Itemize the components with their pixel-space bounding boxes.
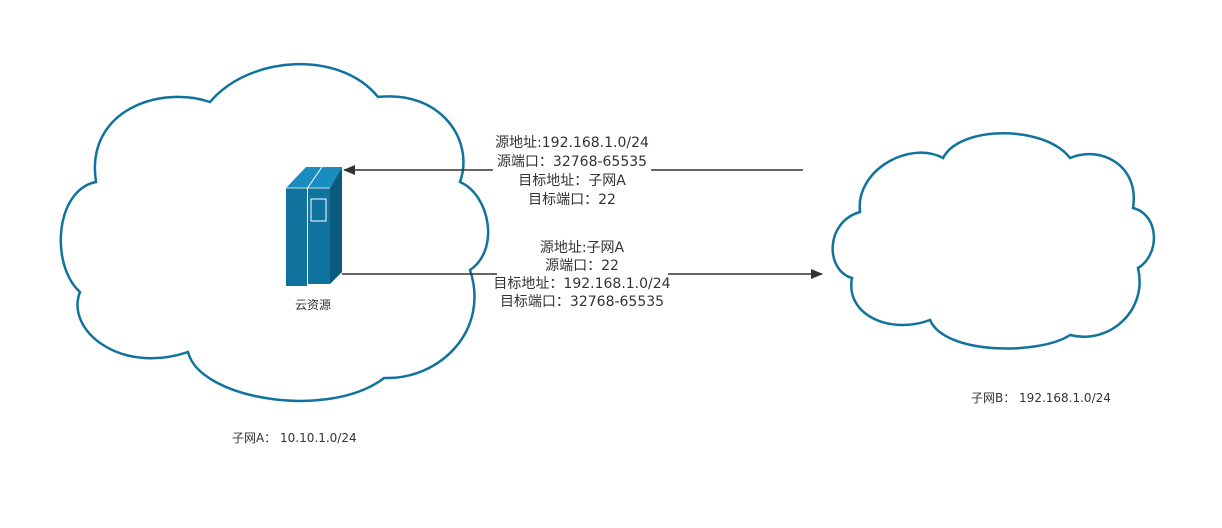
- server-front-right: [308, 188, 330, 284]
- server-icon: [286, 166, 342, 286]
- subnet-b-label: 子网B： 192.168.1.0/24: [971, 391, 1111, 405]
- server-front-left: [286, 188, 307, 286]
- cloud-subnet-a: [59, 62, 490, 403]
- cloud-a-shape: [59, 62, 490, 403]
- server-right-face: [330, 167, 342, 284]
- subnet-a-label: 子网A： 10.10.1.0/24: [232, 431, 357, 445]
- outbound-source-port: 源端口：22: [545, 258, 619, 274]
- outbound-destination-address: 目标地址：192.168.1.0/24: [493, 276, 670, 292]
- server-label: 云资源: [295, 298, 331, 312]
- outbound-rule-label: 源地址:子网A 源端口：22 目标地址：192.168.1.0/24 目标端口：…: [493, 240, 670, 310]
- server-top-face: [286, 167, 342, 188]
- cloud-subnet-b: [831, 132, 1156, 350]
- cloud-b-shape: [831, 132, 1156, 350]
- inbound-destination-port: 目标端口：22: [528, 192, 616, 208]
- inbound-source-address: 源地址:192.168.1.0/24: [495, 135, 649, 151]
- outbound-source-address: 源地址:子网A: [540, 240, 625, 256]
- outbound-destination-port: 目标端口：32768-65535: [500, 294, 664, 310]
- server-panel: [310, 198, 327, 222]
- server-top-divider: [307, 166, 323, 189]
- inbound-rule-label: 源地址:192.168.1.0/24 源端口：32768-65535 目标地址：…: [495, 135, 649, 208]
- inbound-source-port: 源端口：32768-65535: [497, 154, 647, 170]
- inbound-destination-address: 目标地址：子网A: [518, 173, 626, 189]
